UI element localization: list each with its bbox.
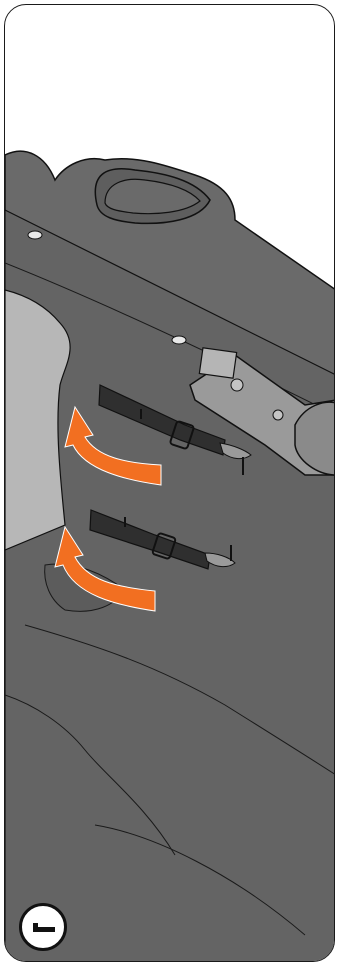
- stroller-seat-illustration: [5, 5, 335, 962]
- step-one-numeral-icon: [22, 906, 64, 948]
- step-number-badge: 1: [19, 903, 67, 951]
- instruction-panel: 1: [4, 4, 335, 962]
- fabric-eyelet: [172, 336, 186, 344]
- fabric-eyelet: [28, 231, 42, 239]
